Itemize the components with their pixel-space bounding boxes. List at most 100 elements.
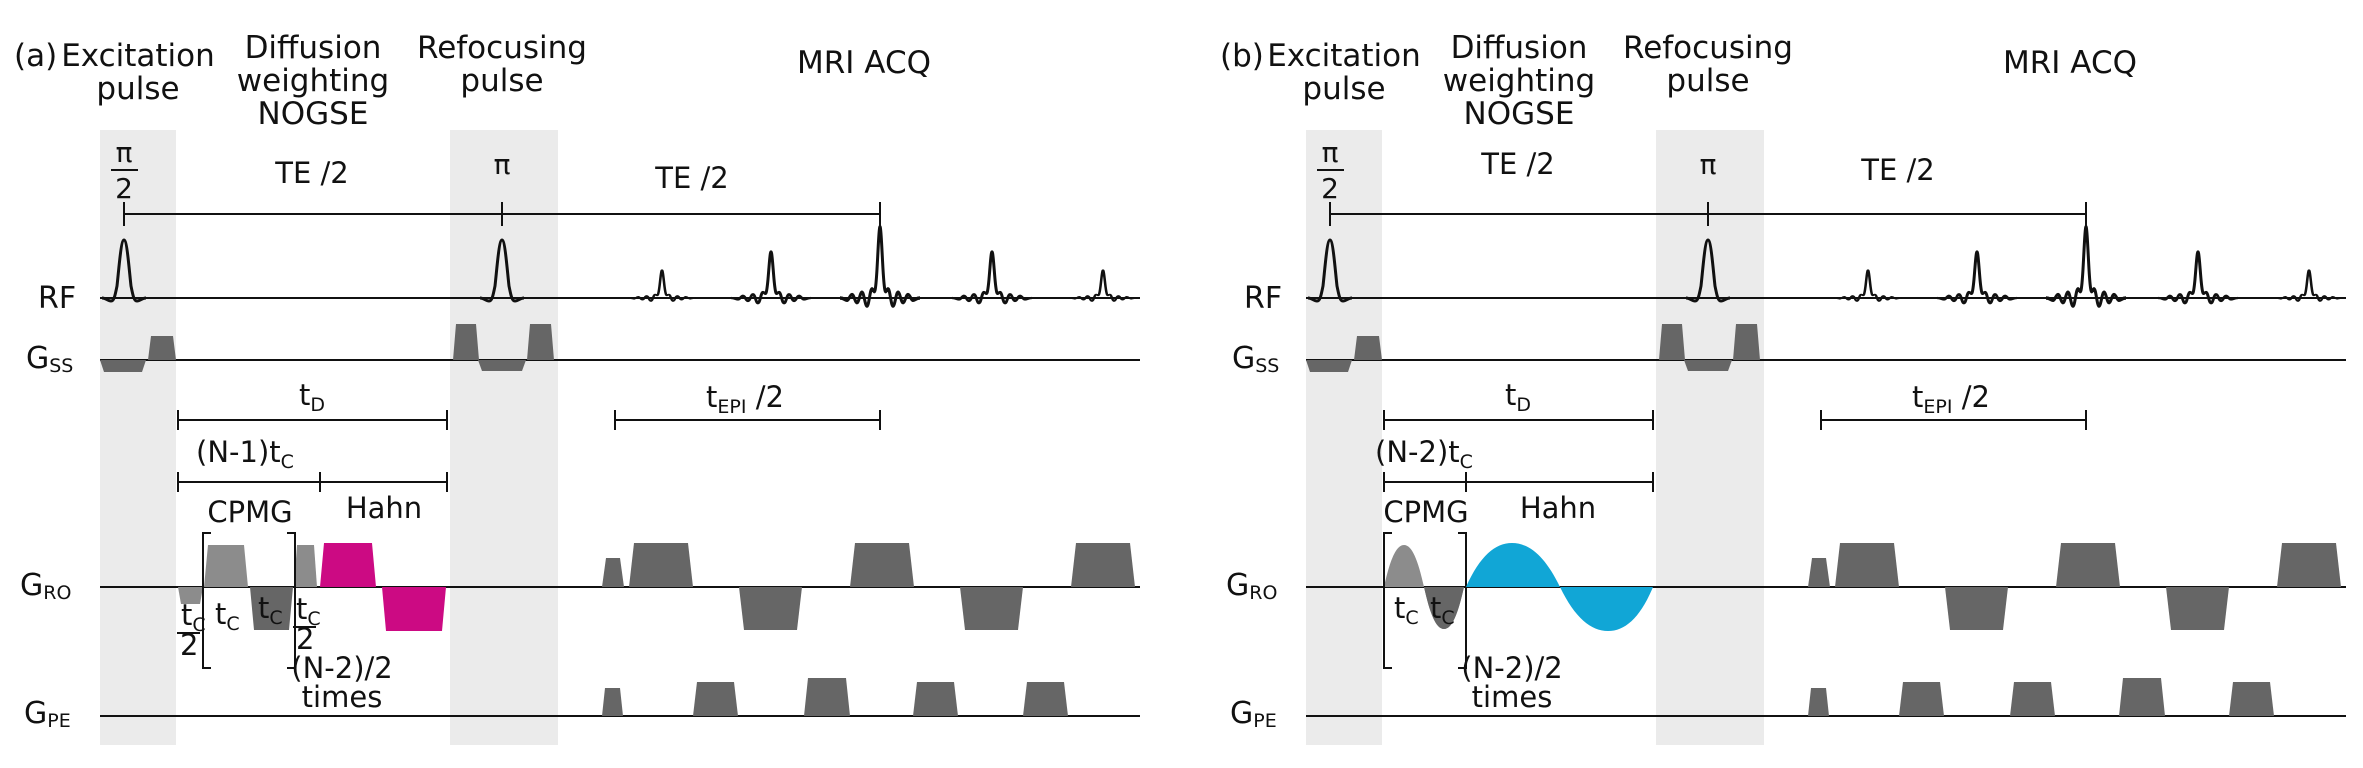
header-refocusing: Refocusing	[417, 30, 587, 66]
pi-label: π	[116, 136, 133, 169]
panel-a: (a) Excitation pulse Diffusion weighting…	[14, 30, 1140, 745]
tc-half-right-den: 2	[296, 622, 314, 656]
header-refocusing: Refocusing	[1623, 30, 1793, 66]
header-refocusing-pulse: pulse	[1666, 63, 1749, 99]
axis-gro-label: GRO	[1226, 568, 1277, 604]
rf-echo-1-icon	[1832, 268, 1904, 303]
gss-crusher-right	[1733, 324, 1760, 360]
panel-label: (b)	[1220, 38, 1264, 74]
pi-refocus-label: π	[1700, 148, 1717, 181]
epi-ro-prephase	[602, 558, 624, 587]
tepi-bracket	[614, 410, 881, 430]
header-nogse: NOGSE	[258, 96, 369, 132]
gss-excitation-lobe	[1306, 360, 1352, 372]
rf-echo-5-icon	[2273, 268, 2345, 303]
repeat-bracket	[202, 532, 296, 669]
repeat-times-label: times	[1472, 680, 1553, 714]
cpmg-hahn-bracket	[177, 472, 448, 492]
gss-crusher-right	[527, 324, 554, 360]
epi-ro-lobe-2	[739, 587, 802, 630]
pi-label: π	[1322, 136, 1339, 169]
rf-echo-2-icon	[729, 250, 813, 305]
axis-gss-label: GSS	[26, 341, 73, 377]
pe-blip-2	[693, 682, 738, 716]
te-timing-bracket	[123, 202, 881, 226]
tepi-bracket	[1820, 410, 2087, 430]
pe-blip-4	[2119, 678, 2165, 716]
refocusing-shade	[1656, 130, 1764, 745]
rf-echo-4-icon	[950, 250, 1034, 305]
tc-label-1: tC	[1394, 591, 1419, 629]
cpmg-sine-negative-lobe	[1424, 587, 1464, 629]
epi-ro-lobe-3	[2056, 543, 2120, 587]
pi-refocus-label: π	[494, 148, 511, 181]
te-half-label-1: TE /2	[274, 156, 348, 190]
tepi-label: tEPI /2	[1912, 380, 1990, 418]
repeat-count-label: (N-2)/2	[291, 651, 392, 685]
hahn-positive-lobe	[320, 543, 376, 587]
gss-excitation-lobe	[100, 360, 146, 372]
gss-refocus-lobe	[478, 360, 526, 371]
te-timing-bracket	[1329, 202, 2087, 226]
header-weighting: weighting	[237, 63, 389, 99]
axis-rf-label: RF	[38, 281, 76, 316]
header-excitation: Excitation	[61, 38, 215, 74]
header-mri-acq: MRI ACQ	[797, 45, 931, 81]
epi-ro-lobe-5	[1071, 543, 1135, 587]
hahn-sine-gradient-icon	[1466, 543, 1653, 631]
pe-blip-2	[1899, 682, 1944, 716]
gss-rephase-lobe	[1354, 336, 1382, 360]
rf-echo-1-icon	[626, 268, 698, 303]
rf-echo-4-icon	[2156, 250, 2240, 305]
epi-ro-prephase	[1808, 558, 1830, 587]
hahn-label: Hahn	[346, 491, 422, 525]
cpmg-half-lobe-right	[294, 545, 317, 587]
header-excitation-pulse: pulse	[1302, 71, 1385, 107]
gss-rephase-lobe	[148, 336, 176, 360]
cpmg-label: CPMG	[1383, 495, 1468, 529]
tepi-label: tEPI /2	[706, 380, 784, 418]
epi-ro-lobe-4	[2166, 587, 2229, 630]
cpmg-positive-lobe	[204, 545, 248, 587]
axis-gpe-label: GPE	[24, 696, 71, 732]
pe-blip-3	[804, 678, 850, 716]
header-excitation-pulse: pulse	[96, 71, 179, 107]
header-diffusion: Diffusion	[245, 30, 382, 66]
te-half-label-1: TE /2	[1480, 147, 1554, 181]
gss-refocus-lobe	[1684, 360, 1732, 371]
te-half-label-2: TE /2	[654, 161, 728, 195]
axis-gpe-label: GPE	[1230, 696, 1277, 732]
header-excitation: Excitation	[1267, 38, 1421, 74]
header-mri-acq: MRI ACQ	[2003, 45, 2137, 81]
epi-ro-lobe-5	[2277, 543, 2341, 587]
td-label: tD	[299, 378, 325, 416]
gss-crusher-left	[453, 324, 479, 360]
pe-blip-5	[1023, 682, 1068, 716]
cpmg-negative-lobe	[250, 587, 293, 630]
rf-echo-2-icon	[1935, 250, 2019, 305]
pe-blip-1	[1808, 688, 1829, 716]
rf-echo-3-icon	[2044, 224, 2128, 308]
td-label: tD	[1505, 378, 1531, 416]
epi-ro-lobe-4	[960, 587, 1023, 630]
axis-rf-label: RF	[1244, 281, 1282, 316]
pe-blip-3	[2010, 682, 2055, 716]
repeat-bracket	[1383, 532, 1467, 669]
refocusing-shade	[450, 130, 558, 745]
epi-ro-lobe-3	[850, 543, 914, 587]
tc-label-2: tC	[258, 591, 283, 629]
cpmg-half-lobe-left	[178, 587, 203, 604]
header-diffusion: Diffusion	[1451, 30, 1588, 66]
pe-blip-4	[913, 682, 958, 716]
pe-blip-5	[2229, 682, 2274, 716]
td-bracket	[1383, 410, 1654, 430]
tc-half-left-den: 2	[180, 628, 198, 662]
header-nogse: NOGSE	[1464, 96, 1575, 132]
te-half-label-2: TE /2	[1860, 153, 1934, 187]
panel-label: (a)	[14, 38, 57, 74]
panel-b: (b) Excitation pulse Diffusion weighting…	[1220, 30, 2346, 745]
tc-label-2: tC	[1430, 591, 1455, 629]
td-bracket	[177, 410, 448, 430]
repeat-count-label: (N-2)/2	[1461, 651, 1562, 685]
